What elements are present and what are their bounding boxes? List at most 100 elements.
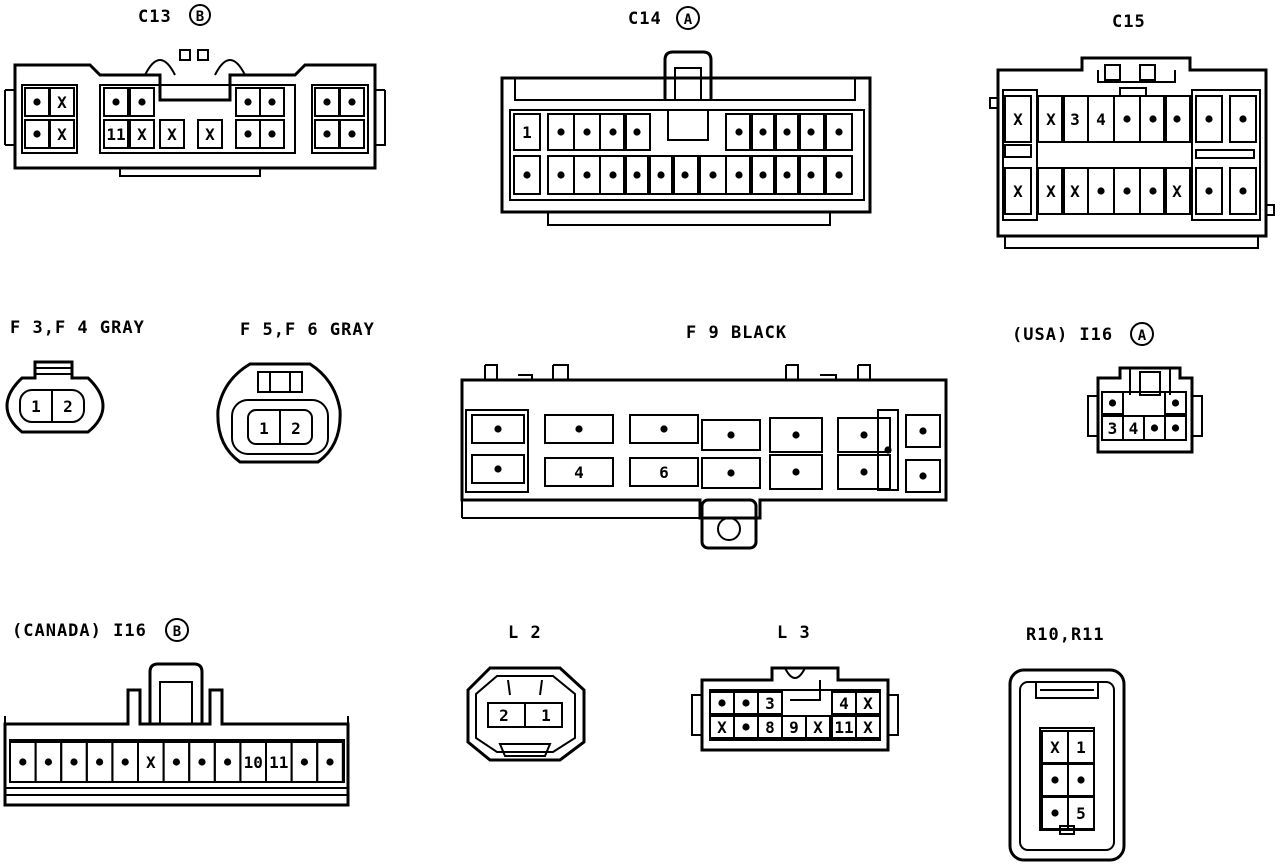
- c13-latch: [144, 49, 246, 76]
- r10-r11-pin-2-0-dot: [1051, 809, 1059, 817]
- c13-pin-row1-3-dot: [112, 98, 120, 106]
- c13-pin-row1-6-dot: [244, 98, 252, 106]
- r10-r11-pin-1-0-dot: [1051, 776, 1059, 784]
- badge-circle-c13: [189, 4, 211, 26]
- c13-pin-row1-7-cell: [259, 87, 285, 117]
- connector-label-f5-f6: F 5,F 6 GRAY: [240, 320, 375, 340]
- c15-pin-row2-6-cell: [1163, 167, 1191, 215]
- connector-label-l2: L 2: [508, 623, 542, 643]
- f9-pin-6-dot: [727, 431, 735, 439]
- c15-pin-row2-0: X: [1013, 182, 1023, 201]
- f9-pin-13-cell: [905, 459, 941, 493]
- c13-pin-row2-4: X: [167, 125, 177, 144]
- c15-pin-row2-8-dot: [1239, 187, 1247, 195]
- connector-label-i16-canada: (CANADA) I16: [12, 621, 147, 641]
- c15-pin-row1-3: 4: [1096, 110, 1106, 129]
- f3-f4-pin-1: 1: [31, 397, 41, 416]
- f9-pin-5: 6: [659, 463, 669, 482]
- c13-pin-row2-9-dot: [323, 130, 331, 138]
- c15-pin-row1-8-dot: [1239, 115, 1247, 123]
- i16usa-pin-row2-3-dot: [1171, 424, 1180, 432]
- c14-pin-row2-7-dot: [709, 171, 717, 179]
- c13-housing: [13, 63, 377, 170]
- f9-pin-0-cell: [471, 414, 525, 444]
- l3-pin-row2-1-dot: [742, 723, 750, 731]
- c15-pin-row1-2: 3: [1070, 110, 1080, 129]
- c15-pin-row1-0-cell: [1004, 95, 1032, 143]
- l3-pin-row2-0: X: [717, 718, 727, 737]
- c13-pin-row2-7-dot: [268, 130, 276, 138]
- c15-pin-row2-6: X: [1172, 182, 1182, 201]
- i16usa-pin-row2-0: 3: [1108, 419, 1118, 438]
- f3-f4-housing: [5, 360, 105, 434]
- i16canada-pin-p-1-dot: [44, 758, 53, 766]
- badge-circle-i16-usa: [1130, 322, 1154, 346]
- l3-pin-row2-6: X: [863, 718, 873, 737]
- f9-pin-2-dot: [575, 425, 583, 433]
- c13-pin-row2-1-cell: [49, 119, 75, 149]
- c14-pin-row2-6-cell: [671, 155, 699, 195]
- c15-pin-row2-2: X: [1070, 182, 1080, 201]
- c13-pin-row1-1: X: [57, 93, 67, 112]
- c13-pin-row1-9-dot: [323, 98, 331, 106]
- connector-l2: L 2 2 1: [466, 623, 586, 762]
- c14-pin-row1-0: 1: [522, 123, 532, 142]
- f9-pin-4-cell: [629, 414, 699, 444]
- l3-pin-row2-4: X: [813, 718, 823, 737]
- c14-pin-row1-2-dot: [583, 128, 591, 136]
- r10-r11-pin-0-1: 1: [1076, 738, 1086, 757]
- c13-pin-row2-6-dot: [244, 130, 252, 138]
- c13-pin-row2-7-cell: [259, 119, 285, 149]
- c13-pin-row2-3-cell: [129, 119, 155, 149]
- l3-pin-row2-3: 9: [789, 718, 799, 737]
- i16canada-pin-p-10: 11: [269, 753, 288, 772]
- c13-pin-row2-10-dot: [348, 130, 356, 138]
- c14-pin-row2-0-dot: [523, 171, 531, 179]
- c14-pin-row2-12-dot: [835, 171, 843, 179]
- l3-pin-row1-2: 3: [765, 694, 775, 713]
- c13-pin-row2-2-cell: [103, 119, 129, 149]
- c15-pin-row1-8-cell: [1229, 95, 1257, 143]
- r10-r11-housing: [1008, 668, 1126, 862]
- c14-pin-row2-4-cell: [623, 155, 651, 195]
- i16-usa-housing: [1096, 366, 1194, 454]
- c14-pin-row2-8-cell: [725, 155, 753, 195]
- l3-pin-row1-0-dot: [718, 699, 726, 707]
- c15-pin-row2-7-cell: [1195, 167, 1223, 215]
- f9-pin-7-cell: [701, 457, 761, 489]
- l3-pin-row1-5: 4: [839, 694, 849, 713]
- c13-pin-row2-2: 11: [106, 125, 125, 144]
- r10-r11-pin-0-0: X: [1050, 738, 1060, 757]
- c14-pin-row1-10-dot: [835, 128, 843, 136]
- c15-pin-row1-4-dot: [1123, 115, 1131, 123]
- c14-pin-row1-4-cell: [623, 113, 651, 151]
- c14-pin-row1-8-cell: [773, 113, 801, 151]
- c15-pin-row2-7-dot: [1205, 187, 1213, 195]
- c13-pin-row1-1-cell: [49, 87, 75, 117]
- c14-pin-row1-6-cell: [725, 113, 753, 151]
- f5-f6-housing: [216, 362, 342, 464]
- f9-pin-11-dot: [860, 468, 868, 476]
- f9-pin-11-cell: [837, 454, 891, 490]
- c15-pin-row1-7-dot: [1205, 115, 1213, 123]
- c13-pin-row2-0-dot: [33, 130, 41, 138]
- badge-i16-canada: B: [173, 624, 181, 640]
- c13-pin-row2-1: X: [57, 125, 67, 144]
- f3-f4-pin-2: 2: [63, 397, 73, 416]
- connector-label-i16-usa: (USA) I16: [1012, 325, 1113, 345]
- c15-housing: [996, 56, 1268, 238]
- c13-pin-row1-10-cell: [339, 87, 365, 117]
- c14-pin-row1-4-dot: [633, 128, 641, 136]
- i16usa-pin-row1-0-cell: [1101, 391, 1124, 415]
- c14-pin-row2-12-cell: [825, 155, 853, 195]
- c15-pin-row2-0-cell: [1004, 167, 1032, 215]
- i16usa-pin-row2-3-cell: [1164, 415, 1187, 441]
- i16canada-pin-p-2-dot: [70, 758, 78, 766]
- c14-pin-row1-3-dot: [609, 128, 617, 136]
